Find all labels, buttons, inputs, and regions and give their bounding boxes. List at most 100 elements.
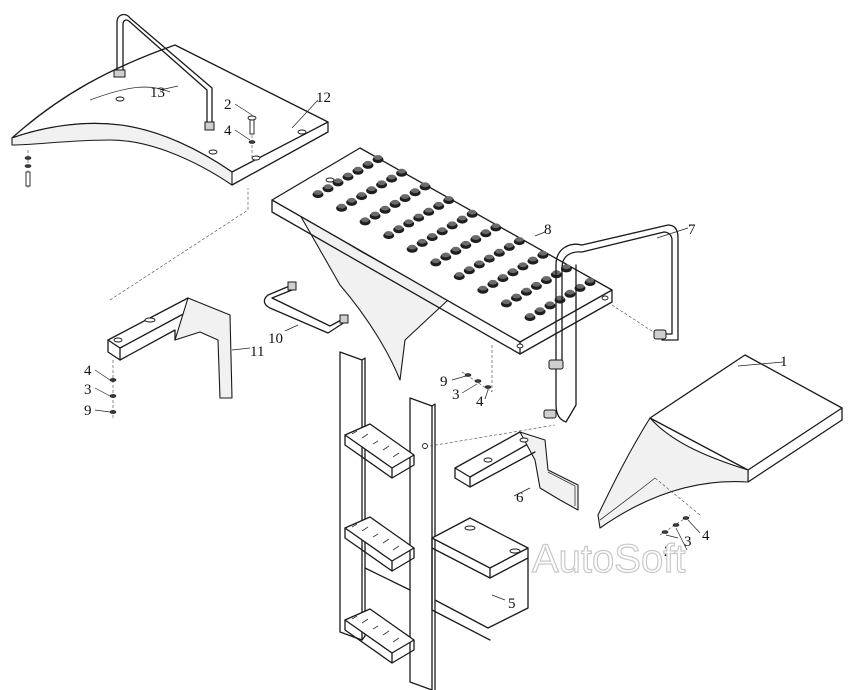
- platform-boss-top: [353, 166, 363, 172]
- platform-boss-top: [528, 256, 538, 262]
- platform-boss-top: [508, 268, 518, 274]
- part-12-fender-platform: [11, 44, 329, 190]
- platform-boss-top: [410, 188, 420, 194]
- platform-boss-top: [367, 186, 376, 192]
- platform-boss-top: [515, 237, 524, 242]
- platform-boss-top: [535, 307, 545, 313]
- callout-4-top: 4: [224, 123, 232, 139]
- platform-boss-top: [451, 246, 460, 252]
- part-5-ladder: [339, 351, 556, 690]
- part-10-u-bracket: [263, 281, 349, 334]
- platform-boss-top: [478, 285, 488, 291]
- part-11-corner-bracket: [107, 188, 249, 420]
- platform-boss-top: [384, 231, 393, 236]
- platform-boss-top: [420, 182, 430, 188]
- platform-boss-top: [400, 194, 410, 199]
- platform-boss-top: [448, 221, 457, 227]
- platform-boss-top: [397, 168, 406, 174]
- platform-boss-top: [461, 240, 470, 246]
- platform-boss-top: [387, 174, 396, 180]
- fastener-stack-1: [659, 514, 691, 536]
- part-1-right-fender: [597, 354, 843, 536]
- ladder-support-tray: [431, 517, 529, 641]
- platform-boss-top: [357, 192, 366, 197]
- platform-boss-top: [498, 274, 508, 279]
- callout-4-left: 4: [84, 363, 92, 379]
- platform-boss-top: [414, 213, 423, 219]
- platform-boss-top: [465, 266, 474, 272]
- callout-12: 12: [316, 90, 331, 106]
- fastener-stack-12: [247, 115, 257, 158]
- platform-boss-top: [532, 281, 541, 287]
- callout-3-left: 3: [84, 382, 92, 398]
- part-8-step-platform: [271, 147, 613, 381]
- platform-boss-top: [502, 299, 511, 305]
- platform-boss-top: [475, 260, 484, 266]
- platform-boss-top: [373, 155, 383, 160]
- ladder-tread-top: [344, 423, 415, 479]
- callout-10: 10: [268, 331, 283, 347]
- callout-9-mid: 9: [440, 374, 448, 390]
- callout-2-right: 2: [664, 544, 672, 560]
- callout-9-left: 9: [84, 403, 92, 419]
- platform-boss-top: [481, 229, 490, 235]
- platform-boss-top: [512, 293, 521, 299]
- platform-boss-top: [390, 199, 400, 205]
- platform-boss-top: [468, 209, 477, 215]
- platform-boss-top: [431, 258, 440, 264]
- platform-boss-top: [394, 225, 403, 231]
- callout-11: 11: [250, 344, 264, 360]
- callout-3-right: 3: [684, 534, 692, 550]
- platform-boss-top: [363, 160, 373, 166]
- leader-lines: [94, 85, 784, 601]
- callout-4-mid: 4: [476, 394, 484, 410]
- platform-boss-top: [377, 180, 386, 186]
- platform-boss-top: [343, 172, 353, 178]
- callout-4-right: 4: [702, 528, 710, 544]
- bolt-stack-left: [24, 156, 32, 187]
- platform-boss-top: [347, 197, 356, 203]
- platform-boss-top: [323, 184, 333, 190]
- platform-boss-top: [380, 205, 390, 211]
- platform-boss-top: [458, 215, 467, 221]
- platform-boss-top: [404, 219, 413, 225]
- platform-boss-top: [471, 235, 480, 240]
- platform-boss-top: [525, 313, 535, 318]
- callout-13: 13: [150, 85, 165, 101]
- platform-boss-top: [485, 254, 494, 260]
- platform-boss-top: [333, 178, 343, 184]
- fastener-stack-8: [461, 345, 493, 393]
- platform-boss-top: [542, 276, 551, 281]
- callout-2-top: 2: [224, 97, 232, 113]
- platform-boss-top: [441, 252, 450, 258]
- platform-boss-top: [444, 196, 453, 201]
- platform-boss-top: [565, 289, 575, 295]
- callout-3-mid: 3: [452, 387, 460, 403]
- platform-boss-top: [455, 272, 464, 277]
- part-6-mounting-bracket: [454, 431, 579, 511]
- platform-boss-top: [575, 283, 585, 289]
- fastener-stack-11: [109, 378, 117, 414]
- platform-boss-top: [424, 207, 433, 213]
- platform-boss-top: [488, 279, 498, 285]
- platform-boss-top: [545, 301, 555, 307]
- platform-boss-top: [408, 244, 417, 250]
- platform-boss-top: [555, 295, 565, 301]
- platform-boss-top: [505, 242, 514, 248]
- platform-boss-top: [585, 278, 595, 283]
- platform-boss-top: [313, 190, 323, 195]
- ladder-tread-bottom: [344, 608, 415, 664]
- platform-boss-top: [562, 264, 571, 270]
- ladder-tread-middle: [344, 516, 415, 572]
- platform-boss-top: [522, 287, 531, 293]
- callout-8: 8: [544, 222, 552, 238]
- callout-1: 1: [780, 354, 788, 370]
- platform-boss-top: [428, 233, 437, 238]
- platform-boss-top: [418, 238, 427, 244]
- callout-6: 6: [516, 490, 524, 506]
- part-13-grab-handle: [113, 13, 215, 131]
- callout-7: 7: [688, 222, 696, 238]
- platform-boss-top: [438, 227, 447, 233]
- platform-boss-top: [337, 203, 346, 209]
